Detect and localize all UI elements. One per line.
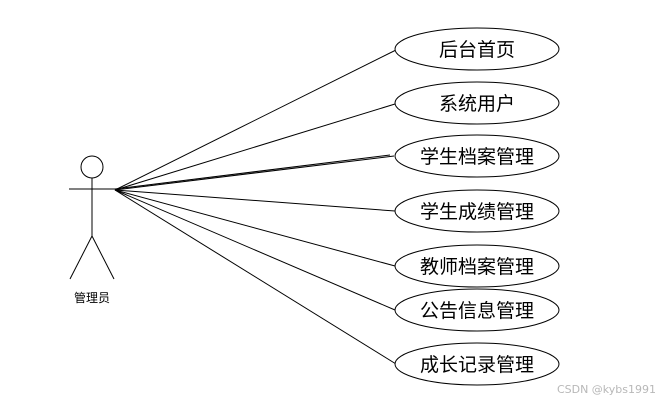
association-line-6 [114, 189, 397, 365]
use-case-label: 公告信息管理 [420, 300, 534, 322]
use-case-ellipse [394, 134, 560, 178]
actor-label: 管理员 [74, 290, 110, 305]
use-case-label: 成长记录管理 [420, 354, 534, 376]
use-case-ellipse [394, 189, 560, 233]
use-case-5: 公告信息管理 [394, 288, 560, 332]
associations [114, 49, 397, 365]
use-case-label: 系统用户 [439, 93, 515, 115]
use-case-6: 成长记录管理 [394, 342, 560, 386]
use-case-3: 学生成绩管理 [394, 189, 560, 233]
use-case-label: 后台首页 [439, 39, 515, 61]
actor-left-leg [69, 235, 93, 280]
association-line-1 [114, 103, 396, 191]
actor-head [80, 155, 104, 179]
use-case-ellipse [394, 27, 560, 71]
association-line-2 [114, 155, 395, 191]
use-case-ellipse [394, 288, 560, 332]
use-case-0: 后台首页 [394, 27, 560, 71]
association-line-5 [114, 189, 396, 311]
association-line-3 [114, 189, 396, 212]
use-case-ellipse [394, 342, 560, 386]
actor-figure [69, 155, 115, 280]
use-case-4: 教师档案管理 [394, 244, 560, 288]
use-case-2: 学生档案管理 [394, 134, 560, 178]
association-line-4 [114, 189, 396, 267]
use-case-ellipse [394, 81, 560, 125]
association-line-2b [114, 154, 391, 190]
use-case-label: 学生档案管理 [420, 146, 534, 168]
association-line-0 [114, 49, 397, 191]
watermark: CSDN @kybs1991 [557, 383, 656, 396]
use-case-label: 教师档案管理 [420, 256, 534, 278]
use-case-1: 系统用户 [394, 81, 560, 125]
use-case-label: 学生成绩管理 [420, 201, 534, 223]
actor-right-leg [91, 235, 115, 280]
use-case-ellipse [394, 244, 560, 288]
